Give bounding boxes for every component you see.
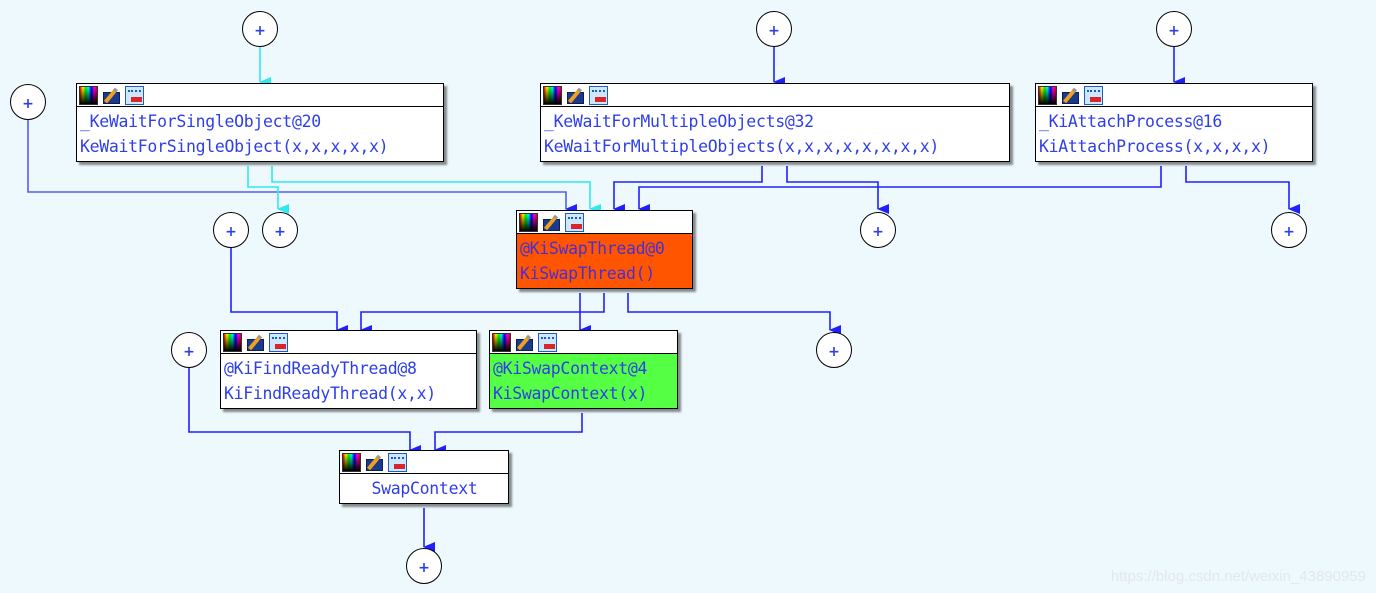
node-label: @KiFindReadyThread@8 <box>224 359 417 378</box>
edit-pencil-icon[interactable] <box>542 212 561 232</box>
collapsed-node-button[interactable]: + <box>171 332 207 368</box>
rename-icon[interactable] <box>538 332 557 352</box>
node-header <box>517 211 692 234</box>
collapsed-node-button[interactable]: + <box>262 212 298 248</box>
watermark: https://blog.csdn.net/weixin_43890959 <box>1110 568 1366 585</box>
node-header <box>490 331 677 354</box>
collapsed-node-button[interactable]: + <box>10 84 46 120</box>
rename-icon[interactable] <box>388 452 407 472</box>
node-kiattachprocess[interactable]: _KiAttachProcess@16 KiAttachProcess(x,x,… <box>1035 83 1313 162</box>
node-body: _KiAttachProcess@16 KiAttachProcess(x,x,… <box>1036 107 1312 161</box>
node-signature: KiAttachProcess(x,x,x,x) <box>1039 137 1271 156</box>
node-body: @KiFindReadyThread@8 KiFindReadyThread(x… <box>221 354 476 408</box>
node-header <box>1036 84 1312 107</box>
node-signature: KiSwapContext(x) <box>493 384 648 403</box>
edit-pencil-icon[interactable] <box>246 332 265 352</box>
edge <box>360 293 605 335</box>
rename-icon[interactable] <box>565 212 584 232</box>
node-label: _KeWaitForSingleObject@20 <box>80 112 321 131</box>
color-palette-icon[interactable] <box>223 332 242 352</box>
edge <box>638 166 1162 214</box>
node-body: _KeWaitForMultipleObjects@32 KeWaitForMu… <box>541 107 1009 161</box>
node-header <box>221 331 476 354</box>
color-palette-icon[interactable] <box>342 452 361 472</box>
node-body: @KiSwapThread@0 KiSwapThread() <box>517 234 692 288</box>
node-signature: KiFindReadyThread(x,x) <box>224 384 436 403</box>
node-kifindreadythread[interactable]: @KiFindReadyThread@8 KiFindReadyThread(x… <box>220 330 477 409</box>
collapsed-node-button[interactable]: + <box>1271 212 1307 248</box>
edge <box>1185 166 1300 214</box>
edge <box>786 166 889 214</box>
node-label: SwapContext <box>371 479 478 498</box>
collapsed-node-button[interactable]: + <box>406 548 442 584</box>
collapsed-node-button[interactable]: + <box>756 11 792 47</box>
node-swapcontext[interactable]: SwapContext <box>339 450 509 504</box>
color-palette-icon[interactable] <box>543 85 562 105</box>
edit-pencil-icon[interactable] <box>566 85 585 105</box>
edit-pencil-icon[interactable] <box>102 85 121 105</box>
collapsed-node-button[interactable]: + <box>1156 11 1192 47</box>
color-palette-icon[interactable] <box>1038 85 1057 105</box>
node-label: @KiSwapContext@4 <box>493 359 648 378</box>
node-header <box>541 84 1009 107</box>
color-palette-icon[interactable] <box>519 212 538 232</box>
node-header <box>340 451 508 474</box>
edge <box>271 166 601 214</box>
edge <box>434 413 583 455</box>
collapsed-node-button[interactable]: + <box>860 212 896 248</box>
node-label: _KeWaitForMultipleObjects@32 <box>544 112 814 131</box>
edit-pencil-icon[interactable] <box>1061 85 1080 105</box>
rename-icon[interactable] <box>125 85 144 105</box>
edge <box>230 248 348 335</box>
edge <box>627 293 841 335</box>
edge <box>613 166 763 214</box>
collapsed-node-button[interactable]: + <box>242 11 278 47</box>
color-palette-icon[interactable] <box>79 85 98 105</box>
node-signature: KiSwapThread() <box>520 264 655 283</box>
edge <box>188 368 421 455</box>
rename-icon[interactable] <box>269 332 288 352</box>
node-signature: KeWaitForMultipleObjects(x,x,x,x,x,x,x,x… <box>544 137 939 156</box>
node-signature: KeWaitForSingleObject(x,x,x,x,x) <box>80 137 389 156</box>
node-kiswapthread[interactable]: @KiSwapThread@0 KiSwapThread() <box>516 210 693 289</box>
node-body: @KiSwapContext@4 KiSwapContext(x) <box>490 354 677 408</box>
node-body: SwapContext <box>340 474 508 503</box>
collapsed-node-button[interactable]: + <box>816 332 852 368</box>
node-label: @KiSwapThread@0 <box>520 239 665 258</box>
edit-pencil-icon[interactable] <box>365 452 384 472</box>
rename-icon[interactable] <box>1084 85 1103 105</box>
collapsed-node-button[interactable]: + <box>213 212 249 248</box>
node-kewaitformultipleobjects[interactable]: _KeWaitForMultipleObjects@32 KeWaitForMu… <box>540 83 1010 162</box>
edge <box>27 120 577 214</box>
color-palette-icon[interactable] <box>492 332 511 352</box>
node-label: _KiAttachProcess@16 <box>1039 112 1223 131</box>
rename-icon[interactable] <box>589 85 608 105</box>
node-body: _KeWaitForSingleObject@20 KeWaitForSingl… <box>77 107 443 161</box>
node-header <box>77 84 443 107</box>
edge <box>247 166 289 214</box>
node-kiswapcontext[interactable]: @KiSwapContext@4 KiSwapContext(x) <box>489 330 678 409</box>
node-kewaitforsingleobject[interactable]: _KeWaitForSingleObject@20 KeWaitForSingl… <box>76 83 444 162</box>
edit-pencil-icon[interactable] <box>515 332 534 352</box>
